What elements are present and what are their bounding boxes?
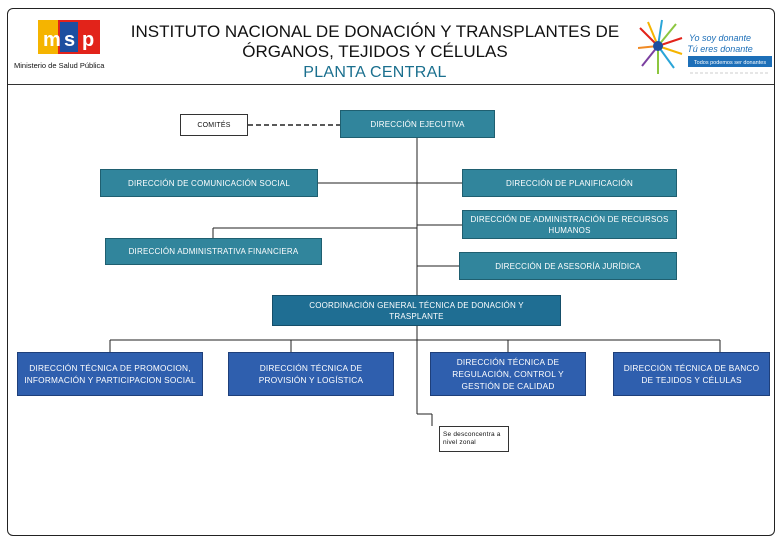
recursos-humanos-box: DIRECCIÓN DE ADMINISTRACIÓN DE RECURSOS … [462, 210, 677, 239]
direccion-ejecutiva-box: DIRECCIÓN EJECUTIVA [340, 110, 495, 138]
nivel-zonal-note: Se desconcentra a nivel zonal [439, 426, 509, 452]
msp-logo: m s p [38, 20, 100, 54]
coordinacion-general-box: COORDINACIÓN GENERAL TÉCNICA DE DONACIÓN… [272, 295, 561, 326]
burst-icon [638, 19, 683, 74]
provision-box: DIRECCIÓN TÉCNICA DE PROVISIÓN Y LOGÍSTI… [228, 352, 394, 396]
campaign-line-1: Yo soy donante [689, 33, 751, 43]
title-line-2: ÓRGANOS, TEJIDOS Y CÉLULAS [242, 42, 508, 61]
campaign-line-3: Todos podemos ser donantes [694, 60, 766, 66]
planificacion-box: DIRECCIÓN DE PLANIFICACIÓN [462, 169, 677, 197]
comunicacion-social-box: DIRECCIÓN DE COMUNICACIÓN SOCIAL [100, 169, 318, 197]
title-line-1: INSTITUTO NACIONAL DE DONACIÓN Y TRANSPL… [130, 22, 620, 41]
svg-text:s: s [64, 29, 75, 51]
banco-tejidos-box: DIRECCIÓN TÉCNICA DE BANCO DE TEJIDOS Y … [613, 352, 770, 396]
promocion-box: DIRECCIÓN TÉCNICA DE PROMOCION, INFORMAC… [17, 352, 203, 396]
svg-text:p: p [82, 29, 94, 51]
administrativa-financiera-box: DIRECCIÓN ADMINISTRATIVA FINANCIERA [105, 238, 322, 265]
page-frame [7, 8, 775, 536]
comites-box: COMITÉS [180, 114, 248, 136]
svg-text:m: m [43, 29, 61, 51]
page-title: INSTITUTO NACIONAL DE DONACIÓN Y TRANSPL… [120, 22, 630, 62]
ministry-name: Ministerio de Salud Pública [14, 61, 105, 70]
header-divider [8, 84, 774, 85]
campaign-line-2: Tú eres donante [687, 44, 753, 54]
regulacion-box: DIRECCIÓN TÉCNICA DE REGULACIÓN, CONTROL… [430, 352, 586, 396]
donor-campaign-logo: Yo soy donante Tú eres donante Todos pod… [638, 19, 772, 74]
page-subtitle: PLANTA CENTRAL [303, 64, 447, 81]
asesoria-juridica-box: DIRECCIÓN DE ASESORÍA JURÍDICA [459, 252, 677, 280]
